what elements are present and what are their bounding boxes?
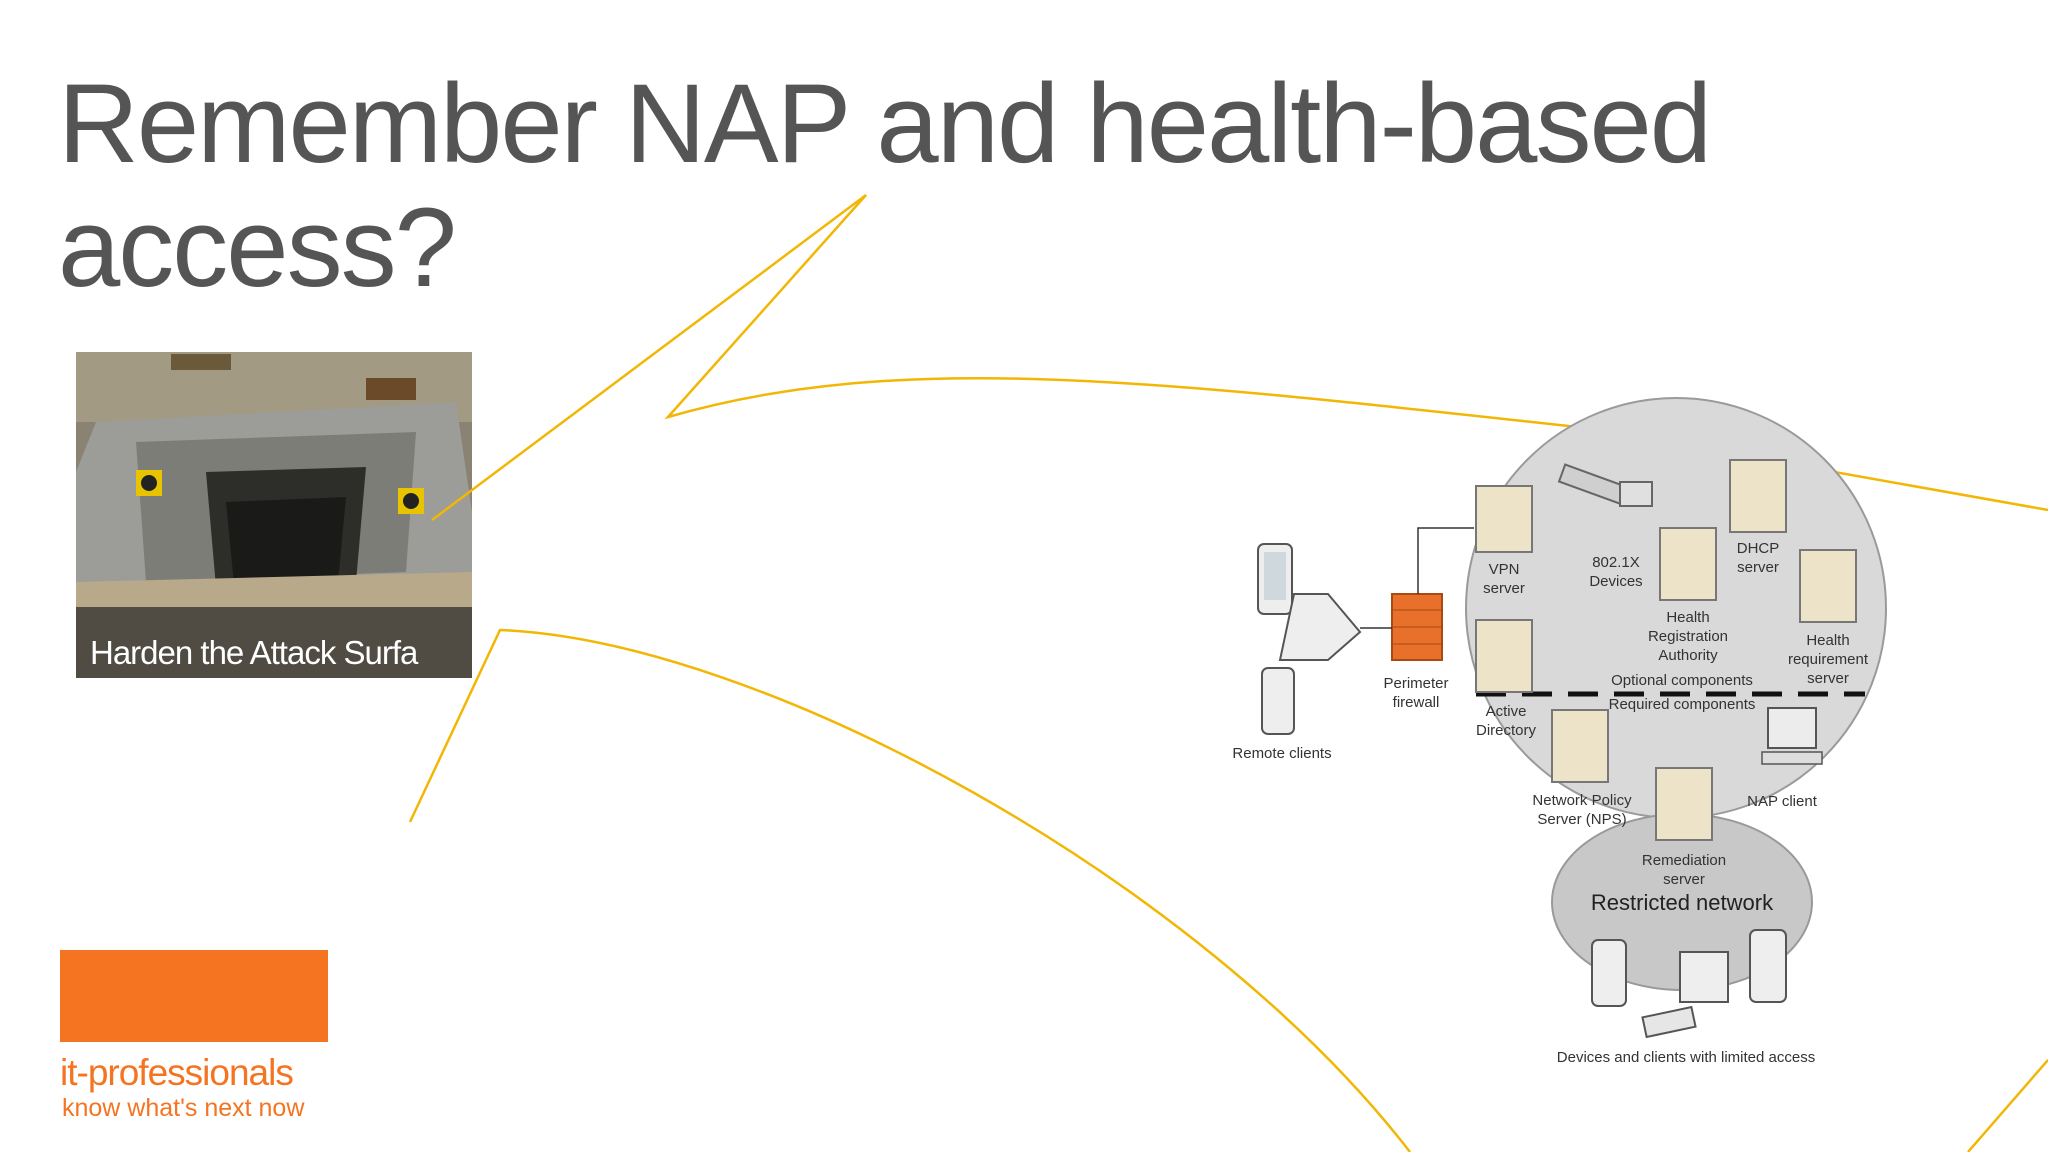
label-restricted-network: Restricted network [1591,890,1774,915]
label-hra-3: Authority [1658,647,1718,664]
callout-lower-line [410,630,1410,1152]
label-ad-2: Directory [1476,722,1537,739]
hrs-server-icon [1800,550,1856,622]
label-hrs-2: requirement [1788,651,1869,668]
remote-laptop-icon [1280,594,1360,660]
label-firewall-1: Perimeter [1383,675,1448,692]
limited-phone-icon [1592,940,1626,1006]
active-directory-server-icon [1476,620,1532,692]
label-limited-access: Devices and clients with limited access [1557,1049,1815,1066]
brand-tagline: know what's next now [62,1094,304,1123]
label-hra-1: Health [1666,609,1709,626]
label-remediation-1: Remediation [1642,852,1726,869]
remediation-server-icon [1656,768,1712,840]
callout-left-line [432,195,866,520]
label-remediation-2: server [1663,871,1705,888]
label-hra-2: Registration [1648,628,1728,645]
label-dhcp-1: DHCP [1737,540,1780,557]
label-vpn-1: VPN [1489,561,1520,578]
connector-firewall-vpn [1418,528,1474,594]
hra-server-icon [1660,528,1716,600]
nps-server-icon [1552,710,1608,782]
label-dot1x-2: Devices [1589,573,1642,590]
limited-tablet-icon [1750,930,1786,1002]
dhcp-server-icon [1730,460,1786,532]
limited-keyboard-icon [1642,1007,1695,1037]
label-remote-clients: Remote clients [1232,745,1331,762]
dot1x-ap-icon [1620,482,1652,506]
callout-right-bottom-line [1968,1060,2048,1152]
limited-monitor-icon [1680,952,1728,1002]
label-required-components: Required components [1609,696,1756,713]
label-vpn-2: server [1483,580,1525,597]
label-hrs-3: server [1807,670,1849,687]
label-nps-2: Server (NPS) [1537,811,1626,828]
remote-phone-icon [1262,668,1294,734]
label-hrs-1: Health [1806,632,1849,649]
label-dhcp-2: server [1737,559,1779,576]
vpn-server-icon [1476,486,1532,552]
label-dot1x-1: 802.1X [1592,554,1640,571]
label-nap-client: NAP client [1747,793,1818,810]
nap-client-icon [1768,708,1816,748]
brand-name: it-professionals [60,1052,293,1094]
label-ad-1: Active [1486,703,1527,720]
label-nps-1: Network Policy [1532,792,1632,809]
label-firewall-2: firewall [1393,694,1440,711]
brand-logo-block [60,950,328,1042]
callout-upper-line [668,195,1605,430]
label-optional-components: Optional components [1611,672,1753,689]
